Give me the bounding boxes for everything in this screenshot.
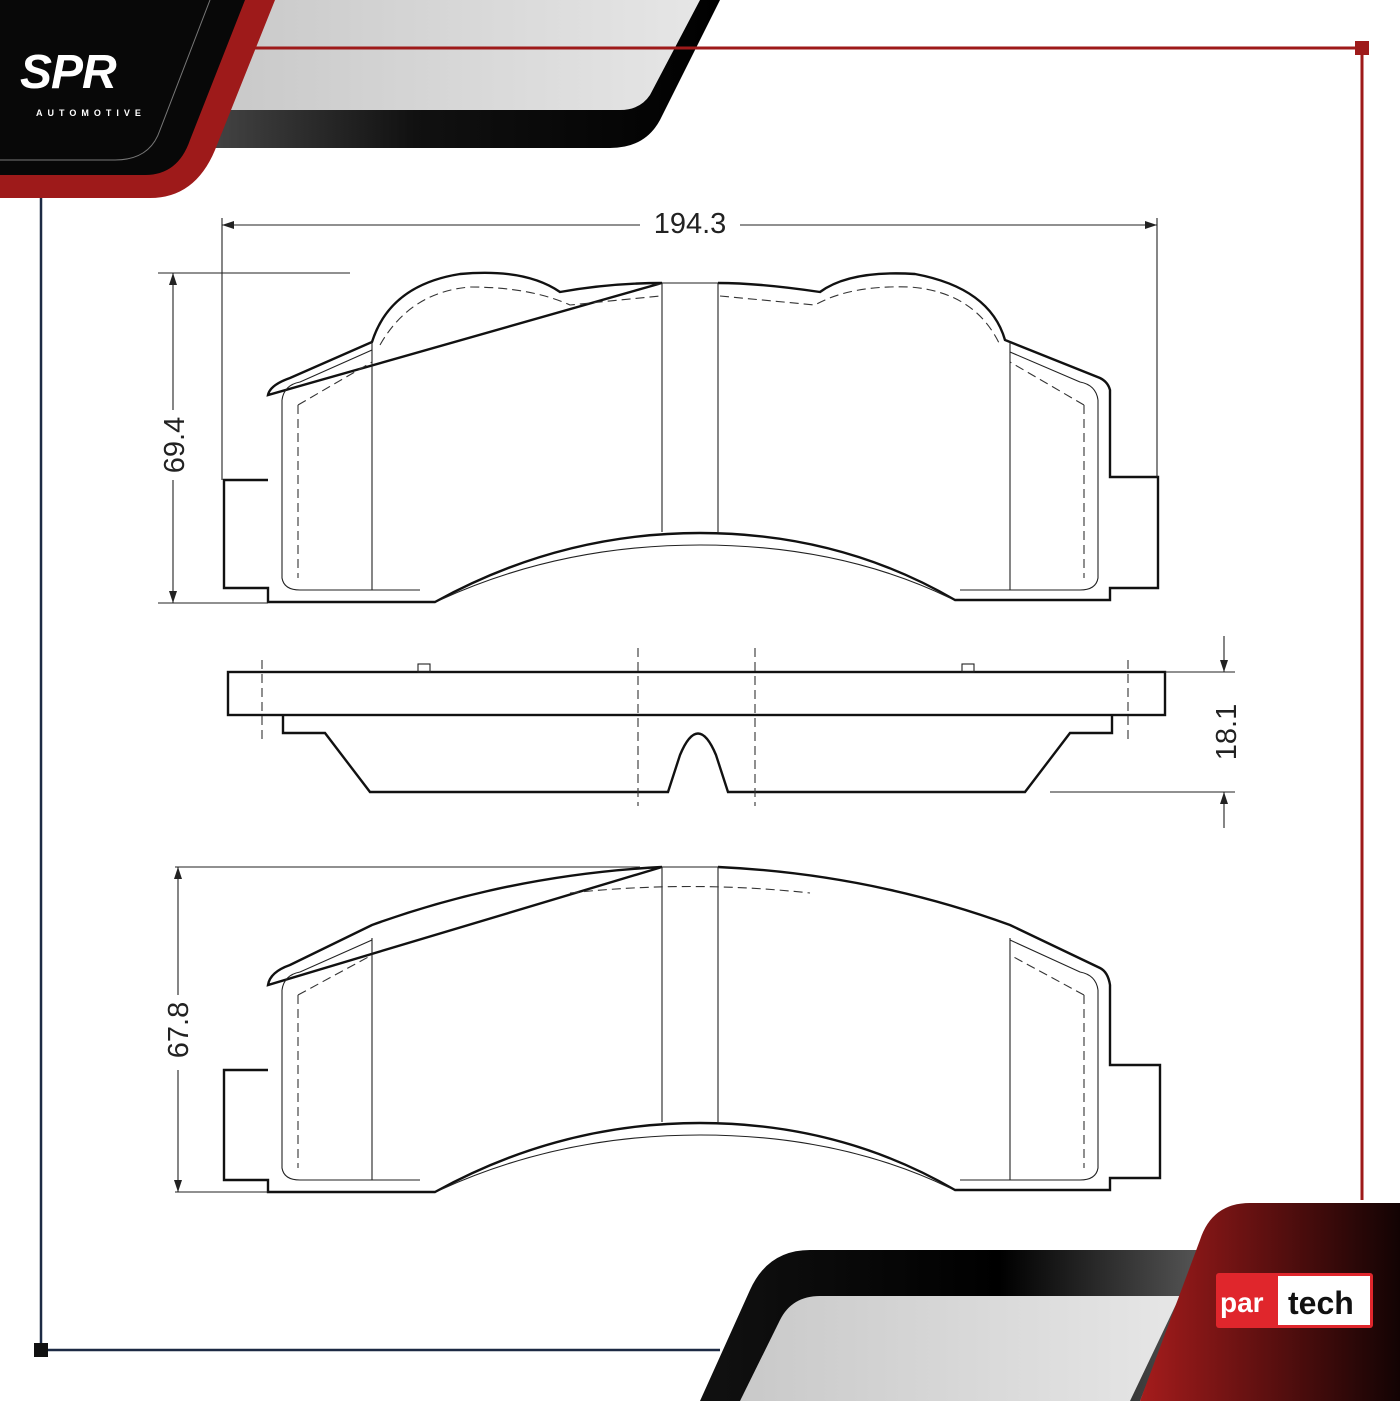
side-pad-view (226, 648, 1167, 806)
partech-logo-left: par (1220, 1287, 1264, 1318)
footer-banner (700, 1203, 1400, 1401)
bottom-pad-view (222, 865, 1162, 1194)
dimension-width-label: 194.3 (654, 208, 727, 240)
top-pad-view (222, 271, 1160, 604)
dimension-top-pad-height: 69.4 (158, 272, 350, 604)
dimension-thickness: 18.1 (1050, 636, 1243, 828)
partech-logo-right: tech (1288, 1285, 1354, 1321)
partech-logo: par tech (1216, 1273, 1373, 1328)
spr-logo: SPR AUTOMOTIVE (20, 46, 146, 118)
dimension-bottom-pad-height: 67.8 (163, 866, 640, 1193)
frame-lines (34, 41, 1369, 1357)
dimension-bottom-pad-height-label: 67.8 (163, 1002, 195, 1058)
spr-logo-subtitle: AUTOMOTIVE (36, 108, 146, 118)
header-banner (0, 0, 720, 198)
dimension-width: 194.3 (221, 208, 1158, 480)
dimension-top-pad-height-label: 69.4 (159, 417, 191, 473)
dimension-thickness-label: 18.1 (1211, 704, 1243, 760)
spr-logo-text: SPR (20, 46, 117, 99)
